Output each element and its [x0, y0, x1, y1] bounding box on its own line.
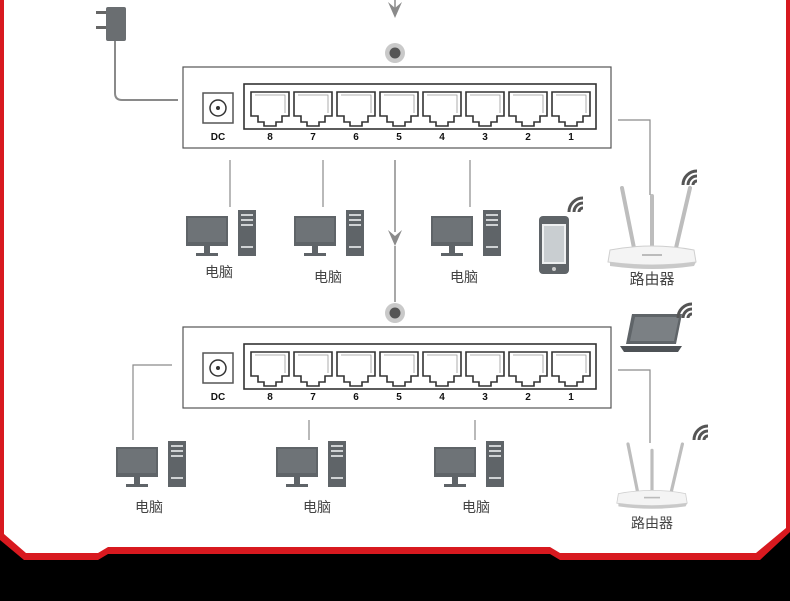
- pc-label: 电脑: [450, 270, 478, 286]
- port-number-label: 4: [439, 392, 445, 403]
- port-number-label: 7: [310, 392, 316, 403]
- cascade-link: [385, 160, 405, 323]
- port-number-label: 6: [353, 132, 359, 143]
- pc-label: 电脑: [462, 500, 490, 516]
- port-number-label: 8: [267, 392, 273, 403]
- cascade-arrow-icon: [388, 230, 402, 246]
- port-number-label: 4: [439, 132, 445, 143]
- power-adapter-icon: [96, 7, 178, 101]
- switch-top: DC 8 7 6 5 4 3 2 1: [182, 66, 612, 149]
- smartphone-icon: [539, 216, 569, 274]
- cascade-arrow-icon: [388, 0, 402, 18]
- dc-label: DC: [211, 132, 225, 143]
- link-node-icon: [385, 303, 405, 323]
- switch-bottom: DC 8 7 6 5 4 3 2 1: [182, 326, 612, 409]
- router-label: 路由器: [629, 270, 674, 288]
- port-number-label: 2: [525, 392, 531, 403]
- port-number-label: 8: [267, 132, 273, 143]
- link-node-icon: [385, 43, 405, 63]
- port-number-label: 1: [568, 132, 574, 143]
- port-number-label: 5: [396, 132, 402, 143]
- power-port-icon: [202, 92, 234, 124]
- port-number-label: 5: [396, 392, 402, 403]
- dc-label: DC: [211, 392, 225, 403]
- pc-label: 电脑: [303, 500, 331, 516]
- top-links: [229, 119, 651, 207]
- laptop-icon: [620, 314, 682, 352]
- pc-label: 电脑: [314, 270, 342, 286]
- port-number-label: 3: [482, 392, 488, 403]
- port-number-label: 2: [525, 132, 531, 143]
- port-number-label: 6: [353, 392, 359, 403]
- bottom-links: [132, 364, 651, 443]
- router-label: 路由器: [631, 516, 673, 532]
- port-number-label: 7: [310, 132, 316, 143]
- pc-label: 电脑: [205, 265, 233, 281]
- pc-label: 电脑: [135, 500, 163, 516]
- port-number-label: 1: [568, 392, 574, 403]
- power-port-icon: [202, 352, 234, 384]
- port-number-label: 3: [482, 132, 488, 143]
